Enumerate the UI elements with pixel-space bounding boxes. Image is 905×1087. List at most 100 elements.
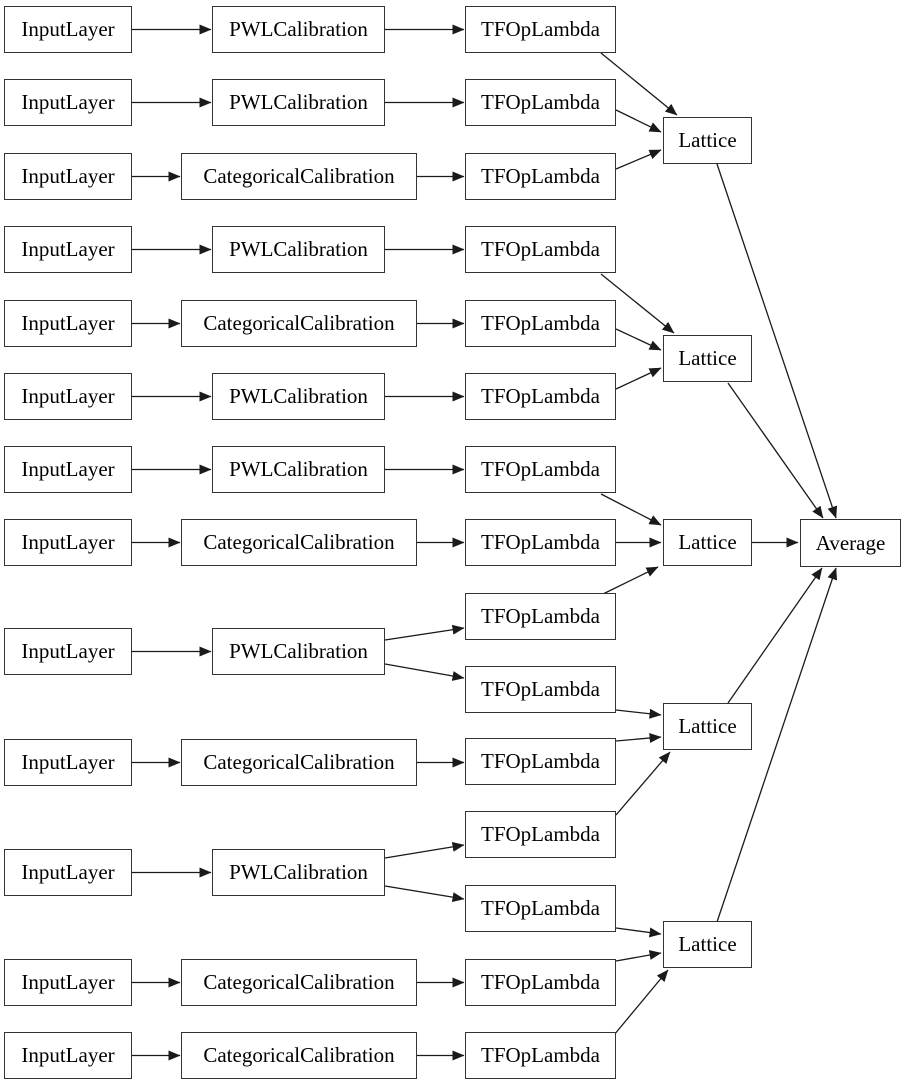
node-lat5: Lattice [663, 921, 752, 968]
node-cal8: CategoricalCalibration [181, 519, 417, 566]
node-label: PWLCalibration [229, 90, 368, 114]
node-avg: Average [800, 519, 901, 567]
node-label: TFOpLambda [481, 530, 600, 554]
node-t2: TFOpLambda [465, 79, 616, 126]
node-label: InputLayer [21, 384, 115, 408]
node-label: InputLayer [21, 639, 115, 663]
node-label: PWLCalibration [229, 639, 368, 663]
node-label: InputLayer [21, 17, 115, 41]
node-il9: InputLayer [4, 628, 132, 675]
node-t8: TFOpLambda [465, 519, 616, 566]
node-cal11: PWLCalibration [212, 849, 385, 896]
node-label: CategoricalCalibration [203, 1043, 395, 1067]
node-cal2: PWLCalibration [212, 79, 385, 126]
node-label: InputLayer [21, 311, 115, 335]
edge-t1-to-lat1 [600, 52, 678, 116]
node-label: CategoricalCalibration [203, 164, 395, 188]
node-cal3: CategoricalCalibration [181, 153, 417, 200]
node-label: CategoricalCalibration [203, 311, 395, 335]
node-il6: InputLayer [4, 373, 132, 420]
node-label: TFOpLambda [481, 164, 600, 188]
edge-lat5-to-avg [716, 567, 838, 923]
edge-cal11-to-t13 [384, 885, 465, 903]
node-cal5: CategoricalCalibration [181, 300, 417, 347]
edge-lat1-to-avg [716, 163, 838, 519]
node-label: InputLayer [21, 1043, 115, 1067]
node-label: TFOpLambda [481, 311, 600, 335]
node-label: InputLayer [21, 530, 115, 554]
node-label: Lattice [678, 714, 737, 738]
edge-t3-to-lat1 [615, 149, 662, 170]
node-label: Lattice [678, 128, 737, 152]
node-label: TFOpLambda [481, 604, 600, 628]
node-cal4: PWLCalibration [212, 226, 385, 273]
node-label: PWLCalibration [229, 237, 368, 261]
node-cal1: PWLCalibration [212, 6, 385, 53]
edge-t11-to-lat4 [615, 733, 662, 743]
node-t12: TFOpLambda [465, 811, 616, 858]
node-t6: TFOpLambda [465, 373, 616, 420]
node-label: InputLayer [21, 860, 115, 884]
node-t13: TFOpLambda [465, 885, 616, 932]
node-label: TFOpLambda [481, 749, 600, 773]
node-label: InputLayer [21, 457, 115, 481]
node-label: TFOpLambda [481, 17, 600, 41]
edge-lat2-to-avg [727, 382, 824, 519]
node-lat3: Lattice [663, 519, 752, 566]
edge-group [132, 24, 838, 1061]
edge-t2-to-lat1 [615, 109, 662, 133]
node-label: CategoricalCalibration [203, 530, 395, 554]
node-label: Lattice [678, 530, 737, 554]
node-t7: TFOpLambda [465, 446, 616, 493]
node-t1: TFOpLambda [465, 6, 616, 53]
edge-t10-to-lat4 [615, 708, 662, 719]
node-cal12: CategoricalCalibration [181, 959, 417, 1006]
edge-t15-to-lat5 [613, 969, 669, 1036]
node-il10: InputLayer [4, 739, 132, 786]
edge-t7-to-lat3 [600, 493, 662, 526]
node-label: CategoricalCalibration [203, 970, 395, 994]
node-il13: InputLayer [4, 1032, 132, 1079]
node-label: InputLayer [21, 237, 115, 261]
node-lat4: Lattice [663, 703, 752, 750]
node-il4: InputLayer [4, 226, 132, 273]
node-cal9: PWLCalibration [212, 628, 385, 675]
node-lat1: Lattice [663, 117, 752, 164]
node-il5: InputLayer [4, 300, 132, 347]
node-label: TFOpLambda [481, 677, 600, 701]
node-il8: InputLayer [4, 519, 132, 566]
node-label: InputLayer [21, 164, 115, 188]
node-t4: TFOpLambda [465, 226, 616, 273]
node-label: PWLCalibration [229, 384, 368, 408]
node-label: TFOpLambda [481, 1043, 600, 1067]
node-label: TFOpLambda [481, 384, 600, 408]
node-t11: TFOpLambda [465, 738, 616, 785]
node-label: CategoricalCalibration [203, 750, 395, 774]
node-label: InputLayer [21, 970, 115, 994]
node-lat2: Lattice [663, 335, 752, 382]
node-il3: InputLayer [4, 153, 132, 200]
edge-t9-to-lat3 [602, 566, 659, 595]
node-il1: InputLayer [4, 6, 132, 53]
edge-cal11-to-t12 [384, 841, 465, 859]
edge-cal9-to-t9 [384, 624, 465, 641]
node-label: Average [815, 530, 886, 555]
node-t10: TFOpLambda [465, 666, 616, 713]
node-t5: TFOpLambda [465, 300, 616, 347]
edge-cal9-to-t10 [384, 663, 465, 681]
node-cal7: PWLCalibration [212, 446, 385, 493]
node-label: PWLCalibration [229, 17, 368, 41]
edge-t12-to-lat4 [615, 751, 671, 816]
node-t14: TFOpLambda [465, 959, 616, 1006]
node-label: Lattice [678, 346, 737, 370]
edge-t13-to-lat5 [615, 927, 662, 938]
node-label: TFOpLambda [481, 822, 600, 846]
node-t15: TFOpLambda [465, 1032, 616, 1079]
node-label: TFOpLambda [481, 896, 600, 920]
node-t3: TFOpLambda [465, 153, 616, 200]
node-cal10: CategoricalCalibration [181, 739, 417, 786]
node-label: Lattice [678, 932, 737, 956]
node-cal13: CategoricalCalibration [181, 1032, 417, 1079]
node-cal6: PWLCalibration [212, 373, 385, 420]
